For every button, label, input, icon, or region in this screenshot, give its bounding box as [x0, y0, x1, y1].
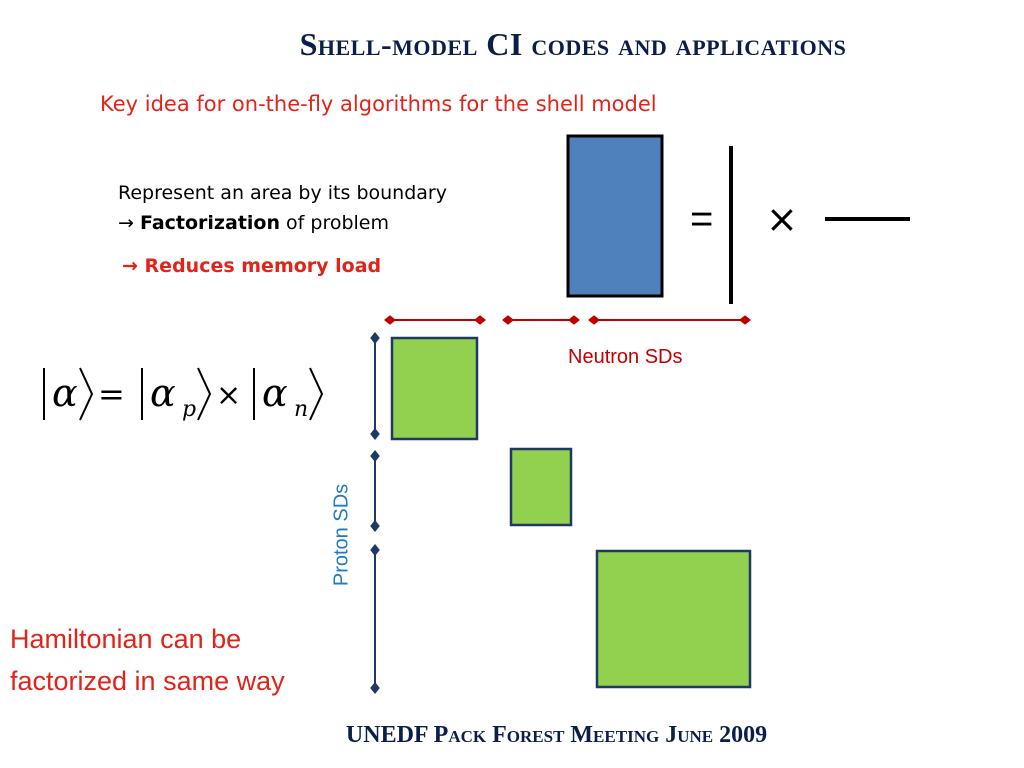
proton-sds-label-wrap: Proton SDs — [322, 470, 362, 600]
green-block-1 — [390, 336, 479, 441]
hamiltonian-line-1: Hamiltonian can be — [10, 624, 242, 654]
times-symbol: × — [216, 378, 241, 413]
neutron-sds-label: Neutron SDs — [568, 346, 683, 368]
ket-angle — [79, 367, 94, 421]
green-block-2 — [509, 447, 573, 527]
alpha-symbol: α — [52, 371, 78, 415]
arrow-glyph: → — [122, 255, 138, 277]
boundary-line: Represent an area by its boundary — [118, 182, 447, 204]
ket-angle — [197, 367, 212, 421]
diagram-times-sign: × — [766, 197, 798, 241]
factorization-word: Factorization — [139, 212, 280, 234]
equals-symbol: = — [98, 375, 125, 413]
subscript-n: n — [294, 397, 308, 422]
ket-angle — [309, 367, 324, 421]
boundary-explanation: Represent an area by its boundary → Fact… — [118, 178, 447, 238]
alpha-symbol: α — [150, 371, 176, 415]
hamiltonian-note: Hamiltonian can be factorized in same wa… — [10, 618, 285, 702]
diagram-equals-sign: = — [690, 197, 713, 241]
arrow-glyph: → — [118, 212, 134, 234]
blue-area-block — [566, 134, 664, 298]
alpha-symbol: α — [262, 371, 288, 415]
of-problem-text: of problem — [280, 212, 390, 234]
reduces-memory-line: → Reduces memory load — [122, 255, 381, 277]
state-factorization-equation: α = α p × α n — [43, 367, 324, 422]
factorization-line: → Factorization of problem — [118, 208, 447, 238]
reduces-memory-text: Reduces memory load — [144, 255, 382, 277]
hamiltonian-line-2: factorized in same way — [10, 666, 285, 696]
green-block-3 — [595, 549, 752, 689]
slide-footer: UNEDF Pack Forest Meeting June 2009 — [345, 722, 768, 748]
slide-subtitle: Key idea for on-the-fly algorithms for t… — [100, 92, 657, 116]
slide-title: Shell-model CI codes and applications — [299, 26, 847, 62]
proton-sds-label: Proton SDs — [330, 483, 353, 587]
subscript-p: p — [182, 397, 196, 422]
